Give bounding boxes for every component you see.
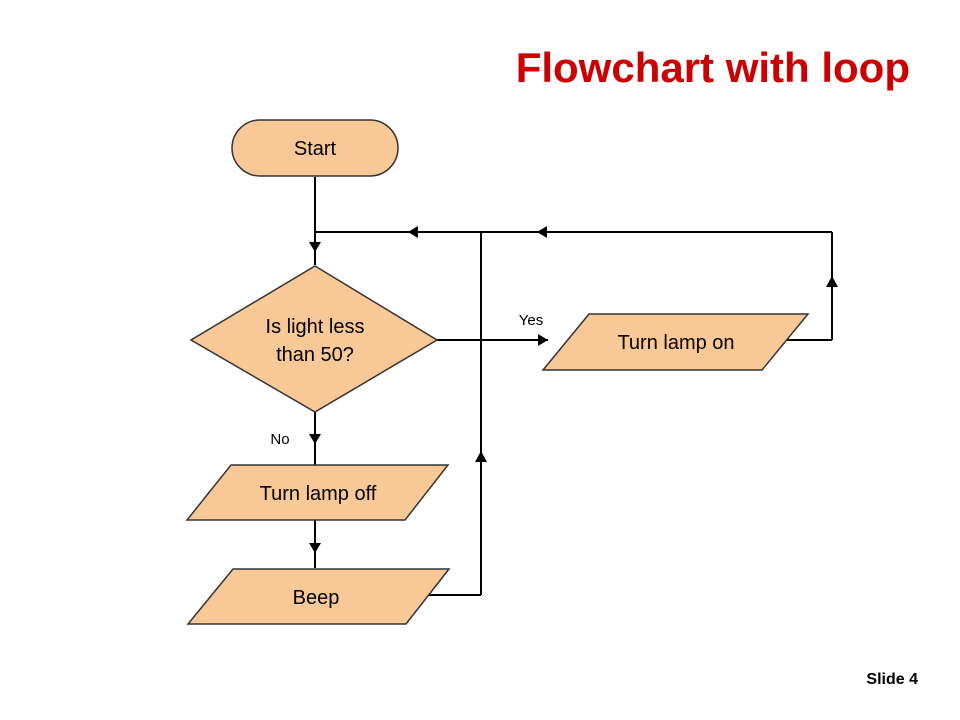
beep-parallelogram: [186, 568, 451, 625]
beep-label: Beep: [293, 587, 340, 609]
decision-label-line2: than 50?: [276, 344, 354, 366]
arrow-up-icon: [826, 276, 838, 287]
turn-lamp-off-label: Turn lamp off: [260, 483, 377, 505]
arrow-down-icon: [309, 434, 321, 444]
arrowheads: [309, 226, 838, 553]
slide-title: Flowchart with loop: [515, 44, 910, 91]
connectors: [314, 177, 833, 596]
arrow-right-icon: [538, 334, 548, 346]
turn-lamp-off-parallelogram: [185, 464, 450, 521]
arrow-left-icon: [537, 226, 547, 238]
arrow-left-icon: [408, 226, 418, 238]
yes-edge-label: Yes: [519, 312, 543, 329]
turn-lamp-on-parallelogram: [541, 313, 810, 371]
arrow-down-icon: [309, 242, 321, 252]
start-label: Start: [294, 138, 337, 160]
arrow-down-icon: [309, 543, 321, 553]
no-edge-label: No: [270, 431, 289, 448]
start-terminal: [231, 119, 399, 177]
turn-lamp-on-label: Turn lamp on: [617, 332, 734, 354]
decision-label-line1: Is light less: [266, 316, 365, 338]
slide-number: Slide 4: [866, 671, 918, 688]
arrow-up-icon: [475, 451, 487, 462]
decision-diamond: [189, 265, 439, 413]
